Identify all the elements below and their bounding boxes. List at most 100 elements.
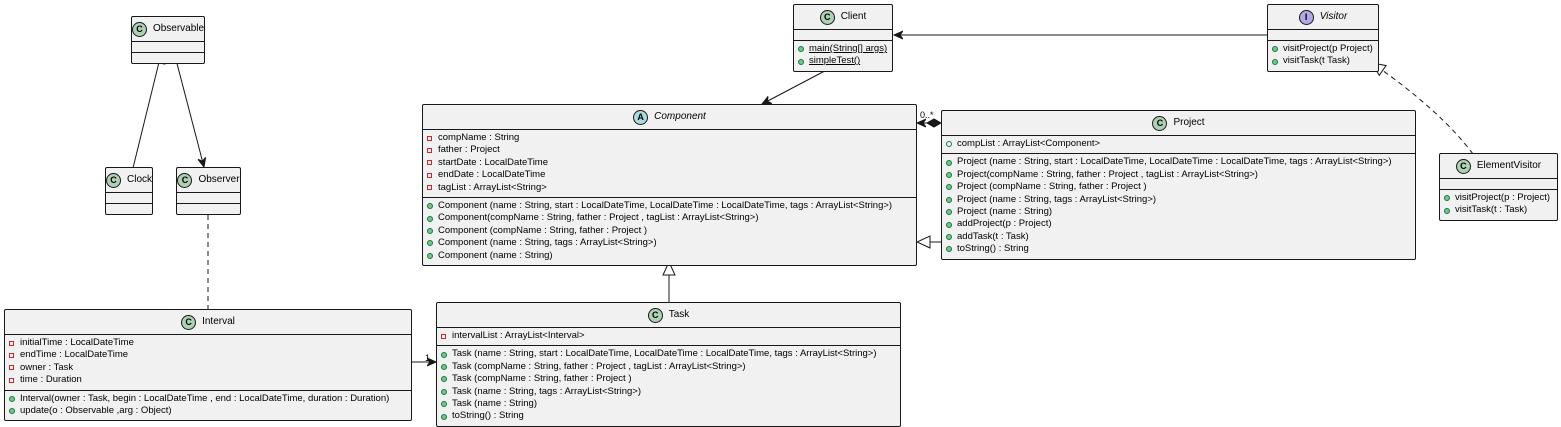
public-visibility-icon <box>427 203 433 210</box>
public-visibility-icon <box>798 58 804 65</box>
operations-section <box>177 203 240 214</box>
public-visibility-icon <box>441 363 447 370</box>
public-visibility-icon <box>946 221 952 228</box>
public-visibility-icon <box>798 46 804 53</box>
operations-section: Interval(owner : Task, begin : LocalDate… <box>5 389 411 421</box>
operation-row: Interval(owner : Task, begin : LocalDate… <box>9 393 407 405</box>
attribute-row: endDate : LocalDateTime <box>427 169 912 181</box>
public-visibility-icon <box>1444 195 1450 202</box>
class-name: Task <box>668 308 690 320</box>
class-badge-icon: C <box>131 21 147 37</box>
class-name: Project <box>1173 116 1205 128</box>
operation-row: Task (name : String) <box>441 398 896 410</box>
attributes-section: compName : String father : Project start… <box>423 129 916 197</box>
public-visibility-icon <box>441 351 447 358</box>
private-visibility-icon <box>9 365 14 371</box>
abstract-badge-icon: A <box>633 109 649 125</box>
class-task[interactable]: C Task intervalList : ArrayList<Interval>… <box>436 302 901 427</box>
attributes-section: initialTime : LocalDateTime endTime : Lo… <box>5 334 411 390</box>
attributes-section <box>794 29 892 40</box>
private-visibility-icon <box>427 160 432 166</box>
operations-section: visitProject(p Project) visitTask(t Task… <box>1268 40 1378 71</box>
operations-section: Component (name : String, start : LocalD… <box>423 196 916 265</box>
attribute-row: time : Duration <box>9 374 407 386</box>
operation-row: visitProject(p : Project) <box>1444 192 1553 204</box>
operation-row: update(o : Observable ,arg : Object) <box>9 405 407 417</box>
public-visibility-icon <box>9 395 15 402</box>
public-visibility-icon <box>427 240 433 247</box>
operation-row: Component (name : String, start : LocalD… <box>427 200 912 212</box>
operation-row: main(String[] args) <box>798 43 888 55</box>
clock-generalization-line <box>132 48 166 169</box>
public-visibility-icon <box>441 413 447 420</box>
attributes-section <box>1268 29 1378 40</box>
attribute-row: intervalList : ArrayList<Interval> <box>441 330 896 342</box>
private-visibility-icon <box>441 333 446 339</box>
operation-row: Component (name : String) <box>427 250 912 262</box>
operation-row: visitTask(t Task) <box>1272 55 1374 67</box>
private-visibility-icon <box>427 185 432 191</box>
class-name: ElementVisitor <box>1476 159 1542 171</box>
public-visibility-icon <box>1444 207 1450 214</box>
attribute-row: owner : Task <box>9 362 407 374</box>
interval-task-multiplicity: 1 <box>425 353 431 363</box>
operation-row: toString() : String <box>441 410 896 422</box>
operation-row: Project (compName : String, father : Pro… <box>946 181 1411 193</box>
attribute-row: father : Project <box>427 144 912 156</box>
operation-row: simpleTest() <box>798 55 888 67</box>
operation-row: Task (name : String, start : LocalDateTi… <box>441 348 896 360</box>
public-visibility-icon <box>946 246 952 253</box>
class-name: Observable <box>152 22 205 34</box>
operations-section: visitProject(p : Project) visitTask(t : … <box>1440 189 1557 220</box>
public-visibility-icon <box>1272 46 1278 53</box>
private-visibility-icon <box>427 148 432 154</box>
public-visibility-icon <box>441 388 447 395</box>
operation-row: Component(compName : String, father : Pr… <box>427 212 912 224</box>
public-visibility-icon <box>427 252 433 259</box>
public-visibility-icon <box>946 196 952 203</box>
class-observable[interactable]: C Observable <box>131 16 205 64</box>
class-name: Visitor <box>1319 10 1348 22</box>
class-project[interactable]: C Project compList : ArrayList<Component>… <box>941 110 1416 260</box>
class-name: Interval <box>202 315 235 327</box>
public-visibility-icon <box>946 141 952 148</box>
operations-section <box>106 203 152 214</box>
public-visibility-icon <box>946 159 952 166</box>
operation-row: Task (compName : String, father : Projec… <box>441 361 896 373</box>
private-visibility-icon <box>9 340 14 346</box>
operations-section: Project (name : String, start : LocalDat… <box>942 153 1415 258</box>
attributes-section <box>132 41 204 52</box>
public-visibility-icon <box>946 209 952 216</box>
class-badge-icon: C <box>1152 115 1168 131</box>
project-component-multiplicity: 0..* <box>920 110 934 120</box>
elementvisitor-realization-line <box>1371 62 1474 155</box>
private-visibility-icon <box>9 377 14 383</box>
observable-observer-line <box>173 51 204 167</box>
class-badge-icon: C <box>177 172 193 188</box>
operation-row: toString() : String <box>946 243 1411 255</box>
attributes-section: intervalList : ArrayList<Interval> <box>437 327 900 345</box>
operations-section <box>132 52 204 63</box>
public-visibility-icon <box>441 401 447 408</box>
private-visibility-icon <box>427 172 432 178</box>
attribute-row: initialTime : LocalDateTime <box>9 337 407 349</box>
class-name: Clock <box>127 173 153 185</box>
attribute-row: compName : String <box>427 132 912 144</box>
operation-row: Component (name : String, tags : ArrayLi… <box>427 237 912 249</box>
public-visibility-icon <box>427 215 433 222</box>
operation-row: addProject(p : Project) <box>946 218 1411 230</box>
operation-row: Project (name : String, tags : ArrayList… <box>946 194 1411 206</box>
public-visibility-icon <box>427 227 433 234</box>
attributes-section: compList : ArrayList<Component> <box>942 135 1415 153</box>
attributes-section <box>106 192 152 203</box>
class-badge-icon: C <box>647 307 663 323</box>
